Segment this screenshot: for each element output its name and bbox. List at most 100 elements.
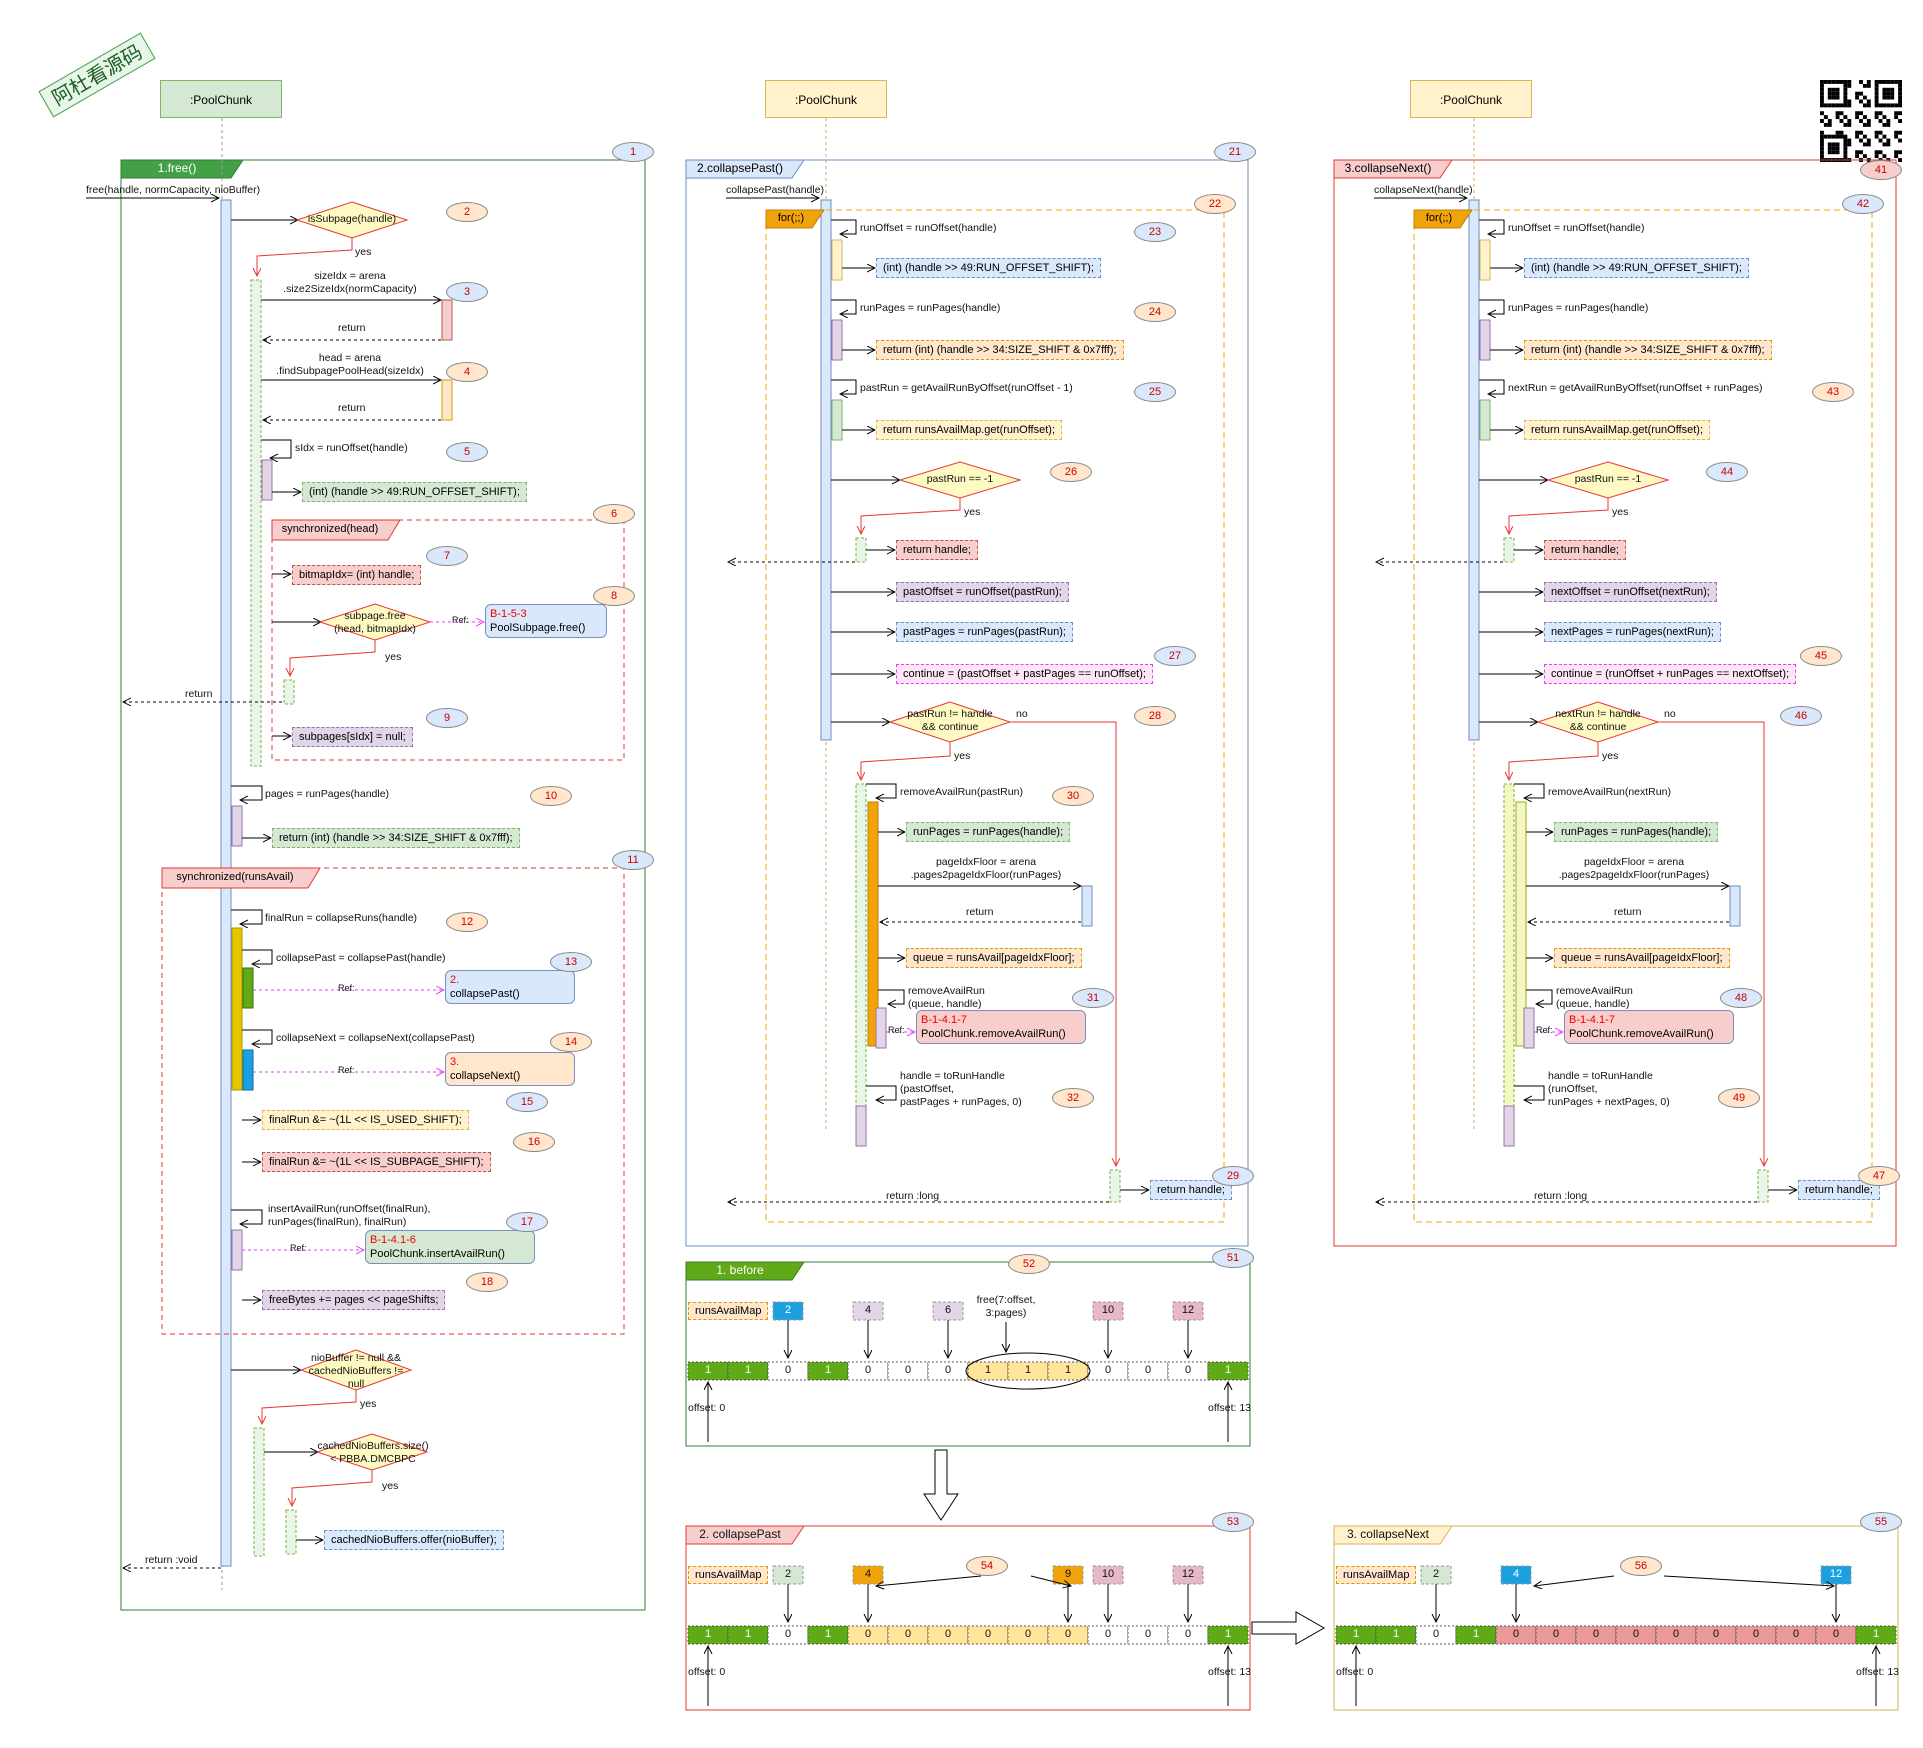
- head-label: head = arena .findSubpagePoolHead(sizeId…: [276, 352, 424, 377]
- run-pointer: [1663, 1575, 1834, 1586]
- yes-branch: [861, 498, 961, 534]
- activation-bar: [855, 537, 867, 563]
- qr-module: [1847, 138, 1852, 143]
- self-call: [1479, 299, 1505, 314]
- qr-module: [1866, 80, 1871, 84]
- qr-module: [1827, 134, 1832, 139]
- bitmap-cell: [1855, 1625, 1897, 1645]
- qr-module: [1862, 134, 1867, 139]
- qr-module: [1843, 142, 1848, 147]
- bitmap-cell-value: 1: [984, 1364, 992, 1376]
- qr-module: [1831, 134, 1836, 139]
- remove-label: removeAvailRun(nextRun): [1548, 786, 1671, 798]
- qr-module: [1847, 119, 1852, 123]
- step-badge: 14: [550, 1032, 592, 1052]
- nio-check-label: nioBuffer != null && cachedNioBuffers !=…: [308, 1352, 404, 1390]
- self-call: [831, 299, 857, 314]
- free-bytes-box: freeBytes += pages << pageShifts;: [262, 1290, 446, 1310]
- qr-module: [1898, 87, 1902, 92]
- run-offset-label: runOffset = runOffset(handle): [860, 222, 997, 234]
- qr-module: [1823, 115, 1828, 120]
- activation-bar: [250, 279, 262, 767]
- qr-module: [1843, 134, 1848, 139]
- qr-module: [1820, 87, 1824, 92]
- sync-runs-frame: [161, 867, 625, 1335]
- step-badge: 11: [612, 850, 654, 870]
- bitmap-cell-value: 0: [904, 1628, 912, 1640]
- reference-id: 3.: [450, 1056, 460, 1068]
- qr-module: [1874, 99, 1879, 104]
- activation-bar: [1503, 1105, 1515, 1147]
- qr-module: [1820, 134, 1824, 139]
- return-handle-box: return handle;: [1150, 1180, 1232, 1200]
- activation-bar: [283, 679, 295, 705]
- qr-module: [1820, 103, 1824, 108]
- activation-bar: [1479, 399, 1491, 441]
- map-key-value: 2: [784, 1568, 792, 1580]
- map-key-value: 10: [1101, 1304, 1115, 1316]
- bitmap-cell-value: 0: [1144, 1628, 1152, 1640]
- activation-bar: [831, 239, 843, 281]
- qr-module: [1886, 80, 1891, 84]
- bitmap-cell-value: 0: [1064, 1628, 1072, 1640]
- qr-module: [1874, 115, 1879, 120]
- qr-module: [1886, 103, 1891, 108]
- qr-module: [1831, 103, 1836, 108]
- qr-module: [1823, 103, 1828, 108]
- qr-module: [1882, 122, 1887, 127]
- qr-module: [1835, 115, 1840, 120]
- remove2-label: removeAvailRun (queue, handle): [1556, 985, 1633, 1010]
- qr-module: [1820, 80, 1824, 84]
- bitmap-cell-value: 0: [1752, 1628, 1760, 1640]
- bitmap-cell-value: 1: [744, 1628, 752, 1640]
- reference-id: 2.: [450, 974, 460, 986]
- yes-branch: [290, 640, 376, 676]
- subpages-null-box: subpages[sIdx] = null;: [292, 727, 413, 747]
- bitmap-cell-value: 0: [784, 1628, 792, 1640]
- bitmap-cell-value: 0: [1184, 1364, 1192, 1376]
- run-pointer: [876, 1575, 982, 1586]
- return-void-label: return :void: [145, 1554, 198, 1566]
- qr-module: [1831, 95, 1836, 100]
- qr-module: [1855, 130, 1860, 135]
- run-pages-box: runPages = runPages(handle);: [1554, 822, 1719, 842]
- activation-bar: [231, 805, 243, 847]
- qr-module: [1847, 142, 1852, 147]
- transition-arrow-down: [923, 1449, 959, 1521]
- qr-module: [1859, 130, 1863, 135]
- qr-module: [1839, 80, 1844, 84]
- self-call: [1514, 1085, 1545, 1100]
- return-label: return: [338, 322, 366, 334]
- map-key-value: 10: [1101, 1568, 1115, 1580]
- qr-module: [1859, 150, 1863, 155]
- step-badge: 7: [426, 546, 468, 566]
- self-call: [831, 219, 857, 234]
- panel-collapse-past-title: 2. collapsePast: [699, 1527, 781, 1541]
- qr-module: [1831, 80, 1836, 84]
- return-handle-box: return handle;: [1798, 1180, 1880, 1200]
- qr-module: [1874, 83, 1879, 88]
- activation-bar: [1479, 319, 1491, 361]
- qr-module: [1827, 87, 1832, 92]
- qr-module: [1843, 154, 1848, 159]
- qr-module: [1890, 87, 1895, 92]
- qr-module: [1886, 138, 1891, 143]
- step-badge: 56: [1620, 1556, 1662, 1576]
- qr-module: [1894, 134, 1899, 139]
- yes-label: yes: [1602, 750, 1619, 762]
- qr-module: [1823, 134, 1828, 139]
- qr-module: [1827, 150, 1832, 155]
- qr-module: [1890, 80, 1895, 84]
- qr-module: [1894, 103, 1899, 108]
- qr-module: [1839, 103, 1844, 108]
- self-call: [261, 439, 292, 458]
- get-run-return-box: return runsAvailMap.get(runOffset);: [1524, 420, 1711, 440]
- activation-bar: [1468, 199, 1480, 741]
- bitmap-cell-value: 0: [904, 1364, 912, 1376]
- qr-module: [1866, 138, 1871, 143]
- qr-module: [1898, 150, 1902, 155]
- qr-module: [1855, 154, 1860, 159]
- qr-module: [1835, 146, 1840, 151]
- qr-module: [1831, 146, 1836, 151]
- qr-module: [1827, 146, 1832, 151]
